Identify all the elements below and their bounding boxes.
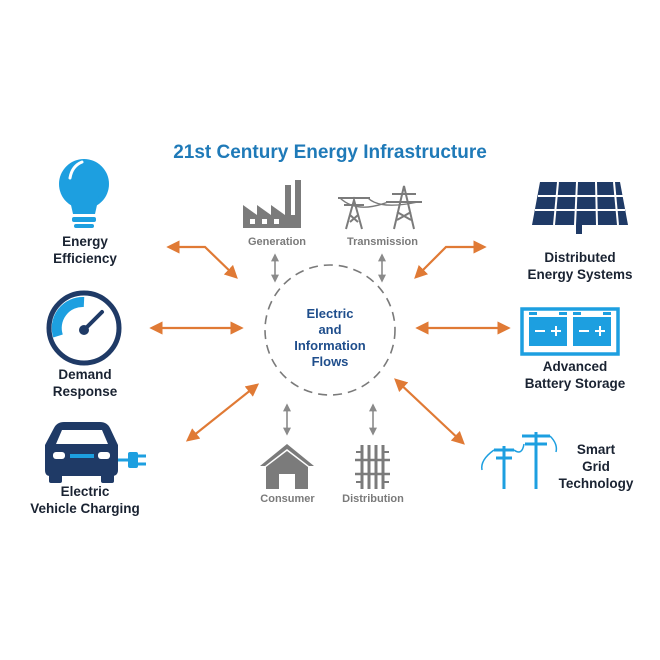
center-line-2: and <box>318 322 342 337</box>
gray-arrows <box>271 253 386 436</box>
arrow-distributed <box>414 240 487 279</box>
battery-label: Advanced Battery Storage <box>500 358 650 392</box>
generation-label: Generation <box>247 236 307 248</box>
ev-charging-label: Electric Vehicle Charging <box>10 483 160 517</box>
distribution-label: Distribution <box>342 493 404 505</box>
center-line-1: Electric <box>306 306 354 321</box>
electric-car-icon <box>45 422 146 483</box>
battery-line-1: Advanced <box>542 359 608 374</box>
arrow-smart-grid <box>394 378 465 445</box>
transmission-tower-icon <box>338 185 422 230</box>
smart-grid-line-2: Grid <box>582 459 610 474</box>
arrow-energy-efficiency <box>166 240 238 279</box>
transmission-label: Transmission <box>347 236 418 248</box>
center-line-3: Information <box>294 338 366 353</box>
house-icon <box>260 444 314 489</box>
smart-grid-label: Smart Grid Technology <box>548 441 644 492</box>
distributed-line-1: Distributed <box>544 250 616 265</box>
factory-icon <box>243 180 301 228</box>
battery-icon <box>520 307 620 356</box>
battery-line-2: Battery Storage <box>524 376 626 391</box>
smart-grid-line-1: Smart <box>576 442 616 457</box>
demand-response-line-2: Response <box>52 384 118 399</box>
power-poles-icon <box>481 432 558 489</box>
energy-efficiency-label: Energy Efficiency <box>20 233 150 267</box>
center-label: Electric and Information Flows <box>270 306 390 370</box>
solar-panel-icon <box>532 181 628 234</box>
ev-charging-line-1: Electric <box>60 484 110 499</box>
diagram-title: 21st Century Energy Infrastructure <box>173 142 487 163</box>
center-line-4: Flows <box>311 354 349 369</box>
orange-arrows <box>149 240 511 445</box>
demand-response-line-1: Demand <box>58 367 112 382</box>
distribution-icon <box>355 445 390 489</box>
lightbulb-icon <box>59 159 109 228</box>
consumer-label: Consumer <box>260 493 315 505</box>
ev-charging-line-2: Vehicle Charging <box>30 501 140 516</box>
energy-efficiency-line-1: Energy <box>62 234 108 249</box>
distributed-label: Distributed Energy Systems <box>505 249 655 283</box>
center-circle <box>264 264 396 396</box>
distributed-line-2: Energy Systems <box>527 267 633 282</box>
speedometer-icon <box>46 290 122 366</box>
arrow-ev-charging <box>185 383 260 442</box>
demand-response-label: Demand Response <box>20 366 150 400</box>
energy-efficiency-line-2: Efficiency <box>53 251 117 266</box>
smart-grid-line-3: Technology <box>558 476 634 491</box>
